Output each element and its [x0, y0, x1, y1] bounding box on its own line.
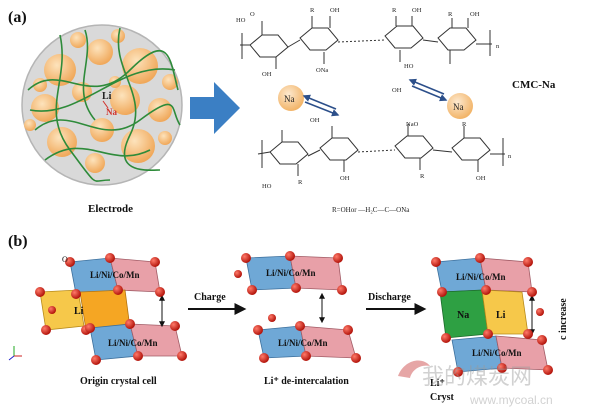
exchange-arrow-left-a: [304, 101, 340, 117]
oxygen-label: O: [62, 255, 68, 264]
svg-text:OH: OH: [262, 71, 272, 78]
origin-tm-bottom: Li/Ni/Co/Mn: [108, 338, 158, 348]
svg-text:R: R: [420, 173, 425, 180]
caption-right-2: Cryst: [430, 392, 455, 403]
crystal-deintercalated: [234, 251, 361, 363]
svg-text:R: R: [392, 7, 397, 14]
exchange-arrow-right-a: [411, 85, 448, 102]
svg-text:R: R: [462, 121, 467, 128]
discharge-label: Discharge: [368, 292, 411, 303]
c-increase-label: c increase: [558, 298, 569, 340]
watermark-cn: 我的煤炭网: [422, 365, 532, 390]
exchange-arrow-left-b: [302, 94, 337, 110]
svg-text:OH: OH: [392, 87, 402, 94]
caption-origin: Origin crystal cell: [80, 376, 157, 387]
svg-text:Na: Na: [453, 102, 464, 112]
svg-text:OH: OH: [412, 7, 422, 14]
na-ion-left: Na: [278, 85, 304, 111]
watermark-url: www.mycoal.cn: [469, 393, 553, 407]
axes-icon: [8, 346, 22, 361]
charge-label: Charge: [194, 292, 226, 303]
na-ion-right: Na: [447, 93, 473, 119]
svg-text:Na: Na: [284, 94, 295, 104]
svg-text:NaO: NaO: [406, 121, 419, 128]
svg-text:OH: OH: [310, 117, 320, 124]
deint-tm-top: Li/Ni/Co/Mn: [266, 268, 316, 278]
cmc-na-label: CMC-Na: [512, 79, 556, 91]
na-site: Na: [457, 310, 469, 321]
caption-deintercalation: Li⁺ de-intercalation: [264, 376, 349, 387]
svg-text:R: R: [448, 11, 453, 18]
panel-b-tag: (b): [8, 233, 28, 250]
na-cell-li-site: Li: [496, 310, 506, 321]
deint-tm-bottom: Li/Ni/Co/Mn: [278, 338, 328, 348]
svg-text:OH: OH: [340, 175, 350, 182]
watermark: 我的煤炭网 www.mycoal.cn: [398, 360, 553, 407]
exchange-arrow-right-b: [408, 78, 445, 95]
substituent-formula: R=OHor —H₂C—C—ONa: [332, 206, 410, 214]
svg-text:O: O: [250, 11, 255, 18]
caption-right: Li⁺: [430, 378, 445, 389]
svg-text:ONa: ONa: [316, 67, 328, 74]
origin-tm-top: Li/Ni/Co/Mn: [90, 270, 140, 280]
svg-text:HO: HO: [404, 63, 414, 70]
electrode-caption: Electrode: [88, 203, 133, 215]
na-tm-bottom: Li/Ni/Co/Mn: [472, 348, 522, 358]
svg-text:R: R: [310, 7, 315, 14]
na-tm-top: Li/Ni/Co/Mn: [456, 272, 506, 282]
svg-text:OH: OH: [470, 11, 480, 18]
electrode-illustration: Li Na: [21, 24, 183, 186]
origin-li-site: Li: [74, 306, 84, 317]
svg-text:OH: OH: [330, 7, 340, 14]
crystal-na-intercalated: [431, 253, 553, 377]
svg-text:n: n: [508, 153, 512, 160]
svg-text:R: R: [298, 179, 303, 186]
electrode-na-label: Na: [106, 107, 117, 117]
li-na-link: [102, 100, 109, 109]
crystal-origin: [35, 253, 187, 365]
svg-text:OH: OH: [476, 175, 486, 182]
svg-text:HO: HO: [262, 183, 272, 190]
cmc-structure: [240, 16, 505, 176]
svg-text:HO: HO: [236, 17, 246, 24]
panel-a-tag: (a): [8, 9, 27, 26]
electrode-li-label: Li: [102, 91, 112, 102]
process-arrow: [190, 82, 240, 134]
svg-text:n: n: [496, 43, 500, 50]
